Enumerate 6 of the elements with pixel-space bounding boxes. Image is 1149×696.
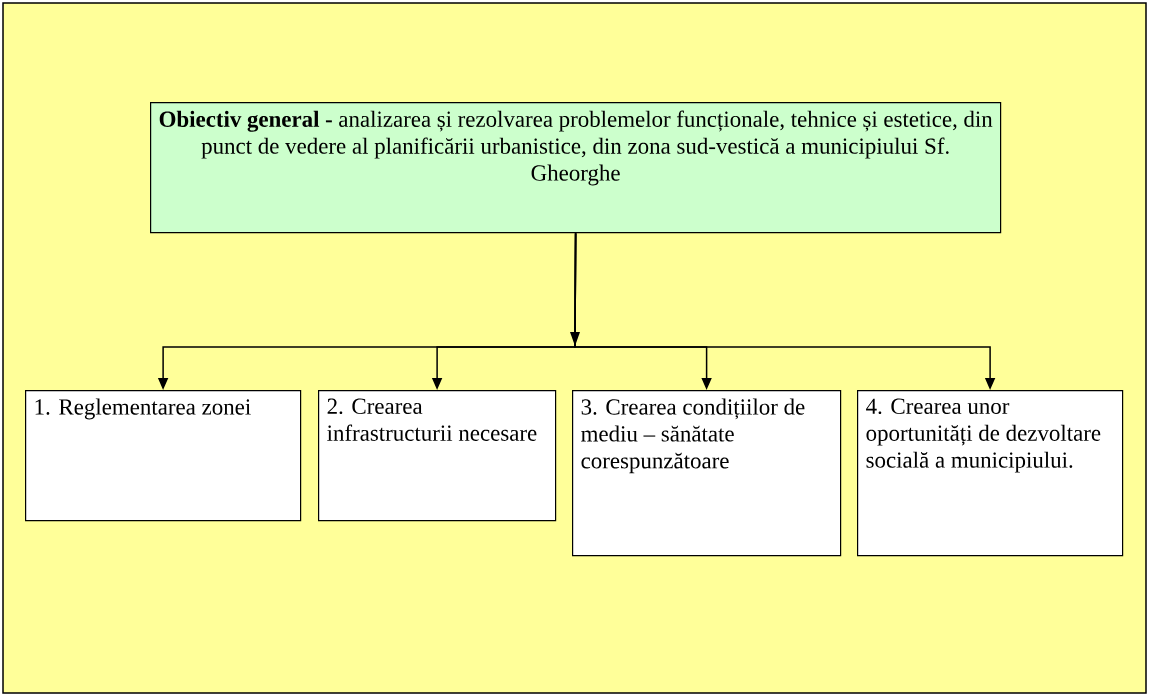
objective-box: Obiectiv general - analizarea și rezolvarea problemelor funcționale, tehnice și estetice, din punct de vedere al planificării urbanistice, din zona sud-vestică a municipiului Sf. Gheorghe (150, 102, 1002, 234)
task-box: 3. Crearea condițiilor de mediu – sănătate corespunzătoare (572, 390, 842, 557)
task-box: 2. Crearea infrastructurii necesare (318, 390, 557, 522)
task-box: 1. Reglementarea zonei (25, 390, 302, 522)
arrowhead (570, 332, 580, 346)
task-box: 4. Crearea unor oportunități de dezvoltare socială a municipiului. (857, 390, 1124, 557)
